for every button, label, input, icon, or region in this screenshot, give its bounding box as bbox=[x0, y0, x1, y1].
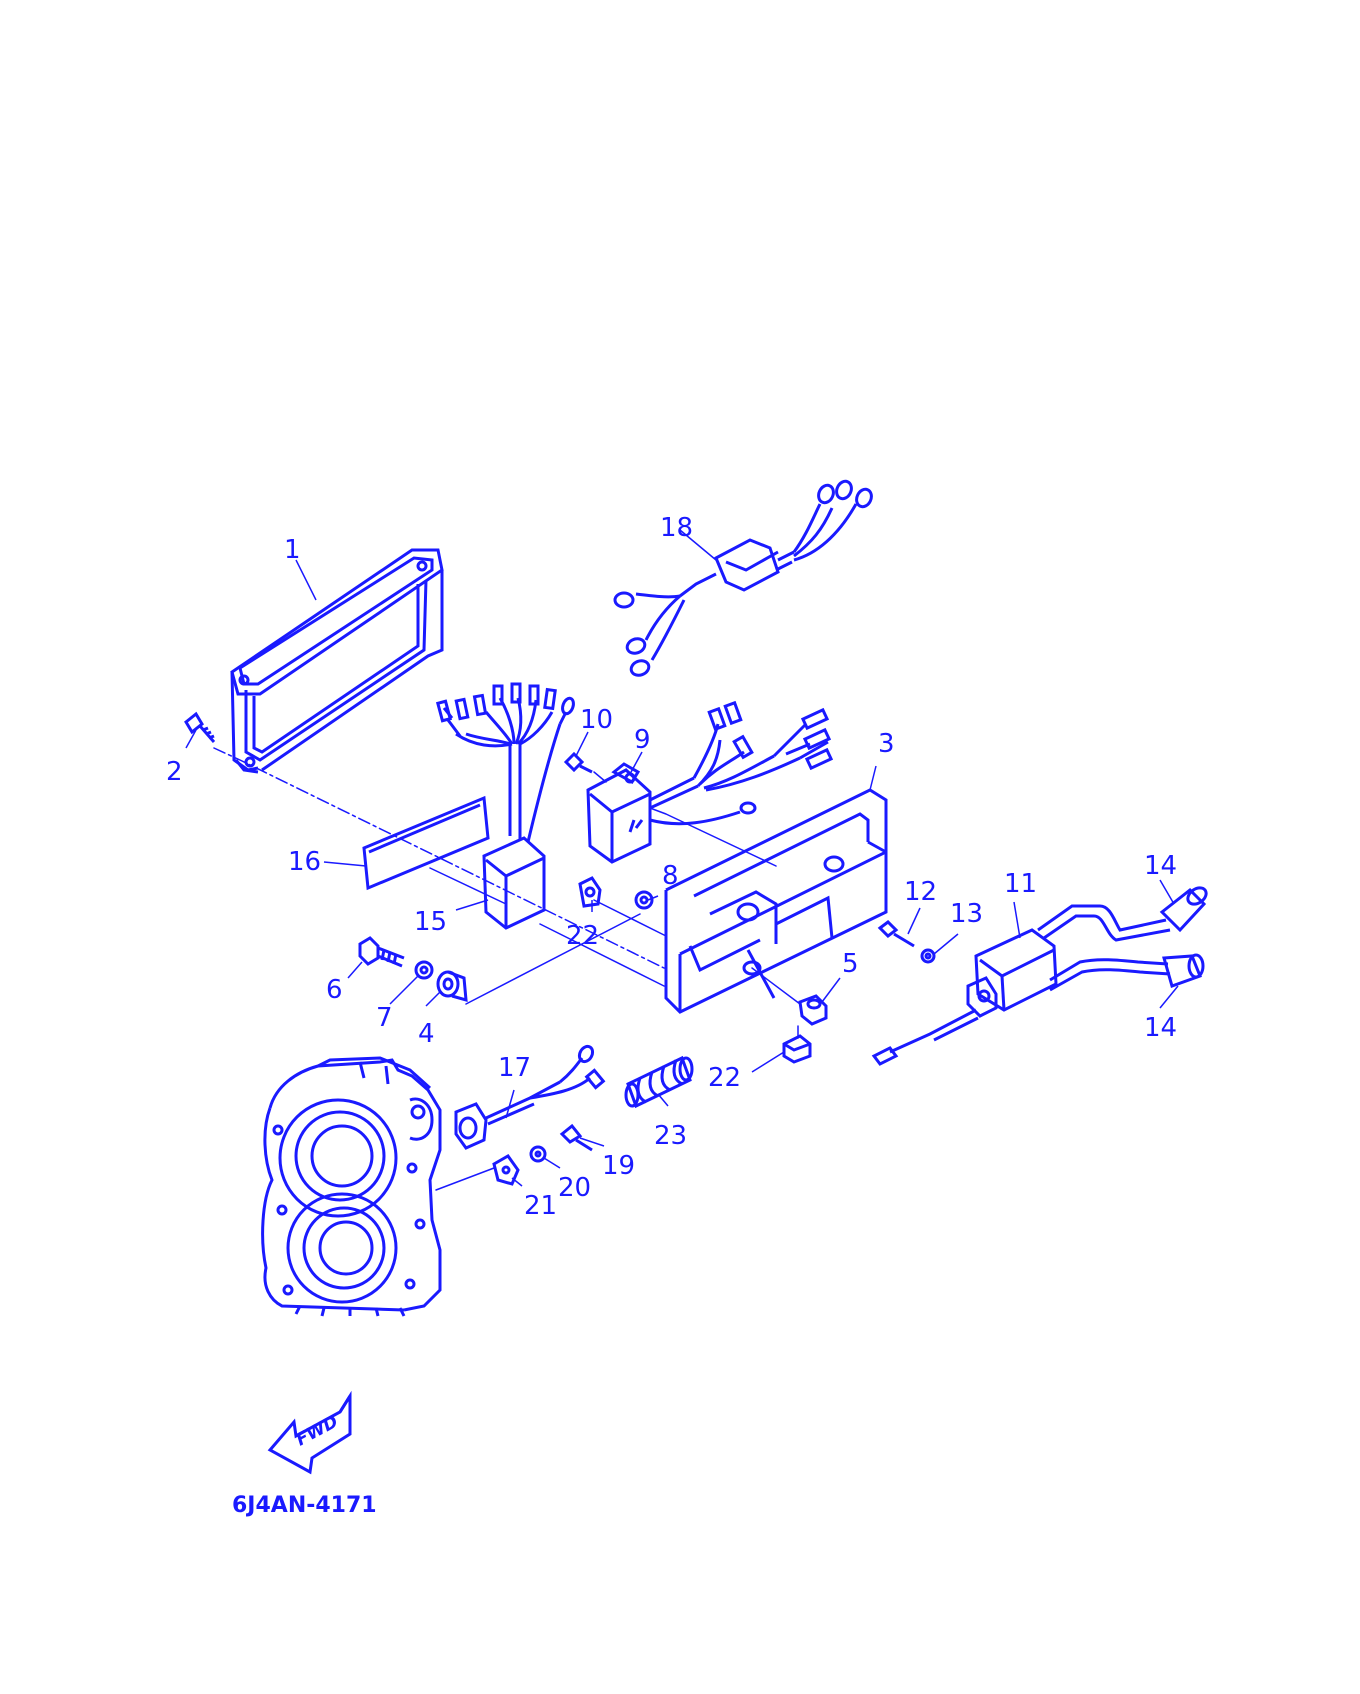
callout-21: 21 bbox=[524, 1191, 557, 1221]
callout-1: 1 bbox=[284, 535, 301, 565]
callout-23: 23 bbox=[654, 1121, 687, 1151]
callout-9: 9 bbox=[634, 725, 651, 755]
callout-11: 11 bbox=[1004, 869, 1037, 899]
part-10-screw bbox=[563, 751, 593, 774]
callout-6: 6 bbox=[326, 975, 343, 1005]
callout-4: 4 bbox=[418, 1019, 435, 1049]
callout-leaders bbox=[185, 529, 1179, 1187]
callout-8: 8 bbox=[662, 861, 679, 891]
part-21-clamp bbox=[492, 1154, 520, 1186]
part-4-collar bbox=[436, 970, 468, 1003]
callout-12: 12 bbox=[904, 877, 937, 907]
drawing-code: 6J4AN-4171 bbox=[232, 1493, 377, 1518]
part-6-bolt bbox=[358, 936, 405, 968]
part-15-unit bbox=[435, 682, 575, 930]
callout-10: 10 bbox=[580, 705, 613, 735]
part-22-grommet-upper bbox=[578, 876, 602, 908]
part-23-spring bbox=[624, 1055, 694, 1109]
callout-5: 5 bbox=[842, 949, 859, 979]
callout-22-upper: 22 bbox=[566, 921, 599, 951]
part-2-screw bbox=[184, 711, 216, 743]
callout-17: 17 bbox=[498, 1053, 531, 1083]
part-1-cover bbox=[230, 548, 444, 774]
engine-block bbox=[261, 1056, 442, 1317]
part-13-washer bbox=[920, 948, 936, 964]
part-18-harness bbox=[613, 479, 873, 677]
part-7-washer bbox=[414, 960, 434, 980]
callout-20: 20 bbox=[558, 1173, 591, 1203]
callout-22-lower: 22 bbox=[708, 1063, 741, 1093]
part-8-nut bbox=[634, 890, 654, 910]
callout-14-lower: 14 bbox=[1144, 1013, 1177, 1043]
part-14-cap-upper bbox=[1159, 886, 1208, 933]
callout-19: 19 bbox=[602, 1151, 635, 1181]
part-20-washer bbox=[529, 1145, 547, 1163]
part-5-collar bbox=[798, 994, 828, 1026]
callout-15: 15 bbox=[414, 907, 447, 937]
part-11-coil bbox=[871, 904, 1171, 1066]
part-16-plate bbox=[362, 795, 490, 891]
callout-3: 3 bbox=[878, 729, 895, 759]
forward-direction-arrow bbox=[267, 1390, 352, 1475]
part-19-screw bbox=[559, 1123, 593, 1152]
part-14-cap-lower bbox=[1162, 953, 1205, 988]
part-9-unit bbox=[586, 700, 834, 864]
part-17-sensor bbox=[454, 1044, 606, 1150]
callout-13: 13 bbox=[950, 899, 983, 929]
assembly-lines bbox=[213, 747, 801, 1191]
part-3-bracket bbox=[664, 788, 888, 1014]
part-22-grommet-lower bbox=[782, 1034, 812, 1064]
callout-7: 7 bbox=[376, 1003, 393, 1033]
callout-18: 18 bbox=[660, 513, 693, 543]
callout-14-upper: 14 bbox=[1144, 851, 1177, 881]
callout-2: 2 bbox=[166, 757, 183, 787]
part-12-bolt bbox=[877, 920, 915, 948]
callout-16: 16 bbox=[288, 847, 321, 877]
